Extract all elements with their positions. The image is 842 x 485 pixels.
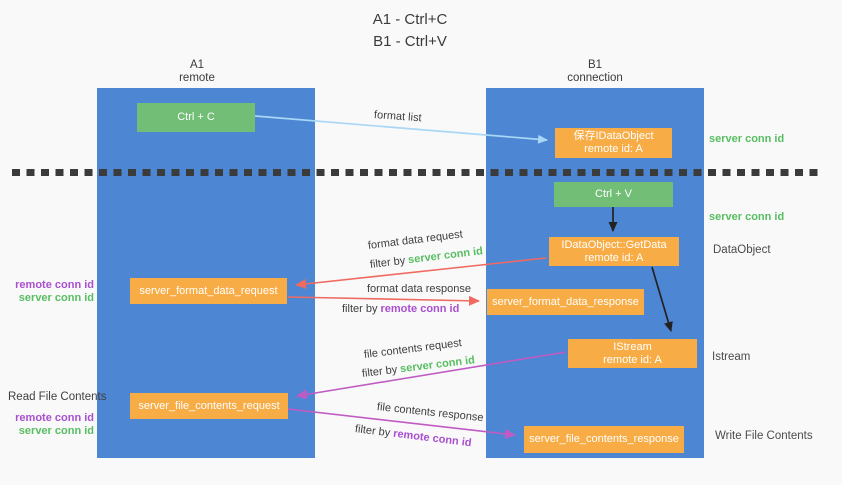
server-conn-id-label: server conn id — [18, 291, 94, 304]
filter-by-text: filter by — [342, 303, 378, 315]
right-column-role: connection — [567, 72, 623, 84]
remote-conn-id-label: remote conn id — [15, 279, 94, 291]
getdata-box: IDataObject::GetData remote id: A — [549, 237, 679, 266]
format-conn-id-annotation: remote conn id server conn id — [0, 279, 94, 304]
title-line-2: B1 - Ctrl+V — [373, 33, 447, 50]
left-column-header: A1 remote — [88, 59, 306, 85]
server-format-data-response-box: server_format_data_response — [487, 289, 644, 315]
server-conn-id-text: server conn id — [407, 245, 484, 267]
left-column-role: remote — [179, 72, 215, 84]
right-column-name: B1 — [587, 59, 603, 71]
file-conn-id-annotation: remote conn id server conn id — [0, 412, 94, 437]
istream-line1: IStream — [613, 340, 652, 353]
right-column-header: B1 connection — [486, 59, 704, 85]
filter-by-text: filter by — [361, 363, 398, 380]
format-data-response-label: format data response — [367, 283, 471, 295]
filter-by-text: filter by — [354, 423, 391, 440]
title-line-1: A1 - Ctrl+C — [372, 11, 448, 28]
read-file-contents-annotation: Read File Contents — [8, 391, 107, 403]
ctrl-c-label: Ctrl + C — [177, 111, 215, 123]
ctrl-v-label: Ctrl + V — [595, 188, 632, 200]
machine-separator-dotted-line — [12, 169, 824, 176]
istream-box: IStream remote id: A — [568, 339, 697, 368]
write-file-contents-annotation: Write File Contents — [715, 430, 813, 442]
server-conn-id-annotation-mid: server conn id — [709, 211, 785, 223]
ctrl-v-box: Ctrl + V — [554, 182, 673, 207]
save-idataobject-box: 保存IDataObject remote id: A — [555, 128, 672, 158]
server-file-contents-request-label: server_file_contents_request — [138, 399, 280, 412]
ctrl-c-box: Ctrl + C — [137, 103, 255, 132]
remote-conn-id-text: remote conn id — [380, 303, 460, 315]
istream-line2: remote id: A — [603, 353, 662, 366]
server-file-contents-response-label: server_file_contents_response — [529, 433, 679, 445]
server-format-data-response-label: server_format_data_response — [492, 295, 639, 308]
server-file-contents-response-box: server_file_contents_response — [524, 426, 684, 453]
format-data-response-arrow — [287, 295, 480, 306]
filter-by-text: filter by — [369, 254, 406, 271]
getdata-line2: remote id: A — [584, 251, 644, 264]
save-idataobject-line2: remote id: A — [584, 143, 643, 155]
server-conn-id-label: server conn id — [18, 424, 94, 437]
save-idataobject-line1: 保存IDataObject — [573, 130, 654, 142]
diagram-title: A1 - Ctrl+C B1 - Ctrl+V — [0, 9, 820, 53]
dataobject-annotation: DataObject — [713, 244, 771, 256]
server-format-data-request-box: server_format_data_request — [130, 278, 287, 304]
remote-conn-id-text: remote conn id — [392, 427, 473, 450]
server-format-data-request-label: server_format_data_request — [139, 284, 278, 297]
format-list-label: format list — [373, 109, 422, 125]
server-file-contents-request-box: server_file_contents_request — [130, 393, 288, 419]
file-contents-response-label: file contents response — [376, 401, 485, 425]
remote-conn-id-label: remote conn id — [15, 412, 94, 424]
server-conn-id-text: server conn id — [399, 354, 476, 376]
server-conn-id-annotation-top: server conn id — [709, 133, 785, 145]
left-column-name: A1 — [189, 59, 205, 71]
istream-annotation: Istream — [712, 351, 751, 363]
getdata-line1: IDataObject::GetData — [561, 238, 667, 251]
